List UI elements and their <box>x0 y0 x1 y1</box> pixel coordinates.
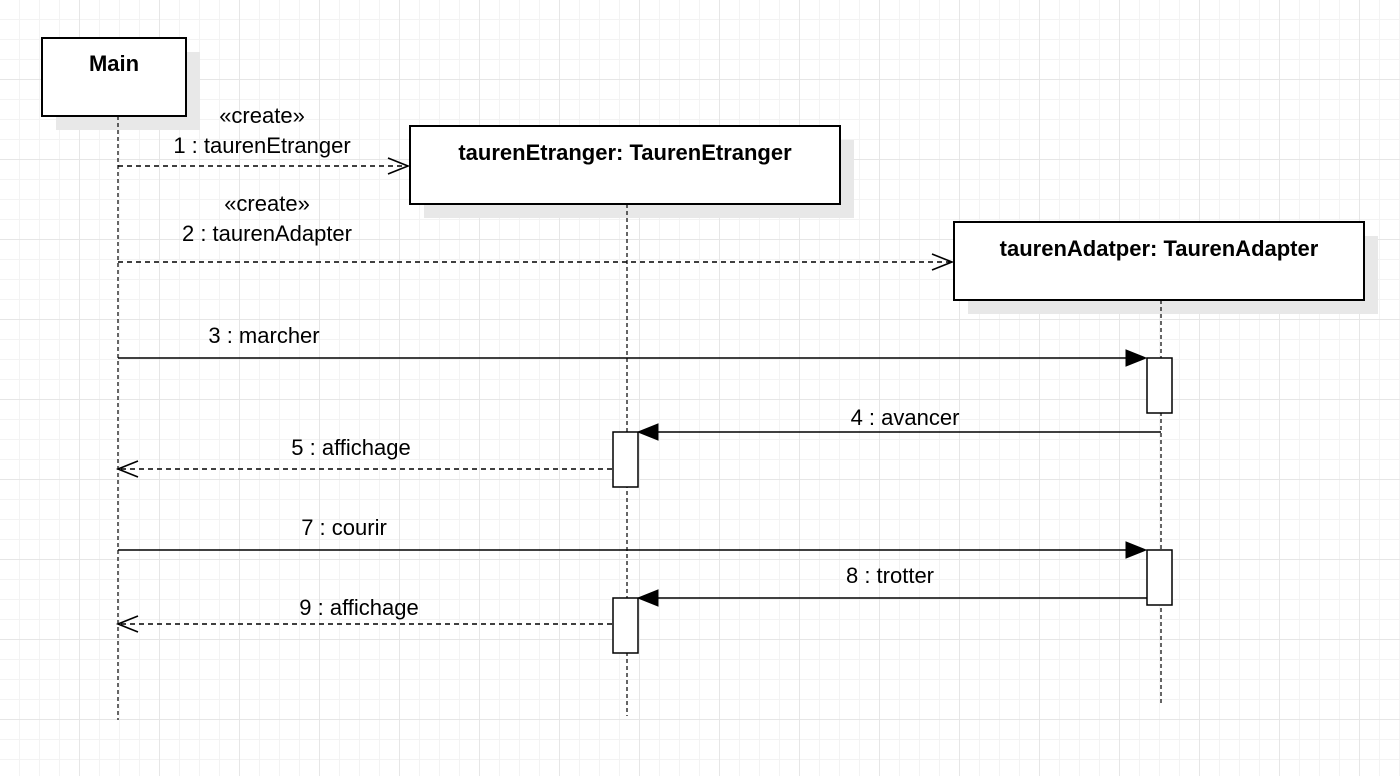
message-1-create[interactable]: «create» 1 : taurenEtranger <box>118 103 411 175</box>
participant-main[interactable]: Main <box>41 37 200 130</box>
message-1-stereotype: «create» <box>219 103 305 128</box>
participant-tauren-adapter-label: taurenAdatper: TaurenAdapter <box>1000 236 1319 261</box>
message-5-affichage[interactable]: 5 : affichage <box>115 435 612 478</box>
filled-arrowhead-icon <box>1125 349 1148 367</box>
open-arrowhead-icon <box>115 460 139 478</box>
open-arrowhead-icon <box>387 157 411 175</box>
message-4-label: 4 : avancer <box>851 405 960 430</box>
activation-bar-adapter-1 <box>1146 357 1173 414</box>
message-2-label: 2 : taurenAdapter <box>182 221 352 246</box>
participant-tauren-adapter[interactable]: taurenAdatper: TaurenAdapter <box>953 221 1378 314</box>
message-9-label: 9 : affichage <box>299 595 418 620</box>
message-3-label: 3 : marcher <box>208 323 319 348</box>
message-3-marcher[interactable]: 3 : marcher <box>118 323 1148 367</box>
participant-tauren-etranger[interactable]: taurenEtranger: TaurenEtranger <box>409 125 854 218</box>
activation-bar-adapter-2 <box>1146 549 1173 606</box>
participant-tauren-etranger-label: taurenEtranger: TaurenEtranger <box>458 140 792 165</box>
message-1-label: 1 : taurenEtranger <box>173 133 350 158</box>
message-2-stereotype: «create» <box>224 191 310 216</box>
activation-bar-etranger-1 <box>612 431 639 488</box>
open-arrowhead-icon <box>115 615 139 633</box>
open-arrowhead-icon <box>931 253 955 271</box>
message-7-courir[interactable]: 7 : courir <box>118 515 1148 559</box>
message-8-trotter[interactable]: 8 : trotter <box>636 563 1147 607</box>
participant-main-label: Main <box>89 51 139 76</box>
filled-arrowhead-icon <box>636 423 659 441</box>
message-7-label: 7 : courir <box>301 515 387 540</box>
message-9-affichage[interactable]: 9 : affichage <box>115 595 612 633</box>
activation-bar-etranger-2 <box>612 597 639 654</box>
filled-arrowhead-icon <box>636 589 659 607</box>
filled-arrowhead-icon <box>1125 541 1148 559</box>
message-8-label: 8 : trotter <box>846 563 934 588</box>
message-4-avancer[interactable]: 4 : avancer <box>636 405 1161 441</box>
message-5-label: 5 : affichage <box>291 435 410 460</box>
message-2-create[interactable]: «create» 2 : taurenAdapter <box>118 191 955 271</box>
